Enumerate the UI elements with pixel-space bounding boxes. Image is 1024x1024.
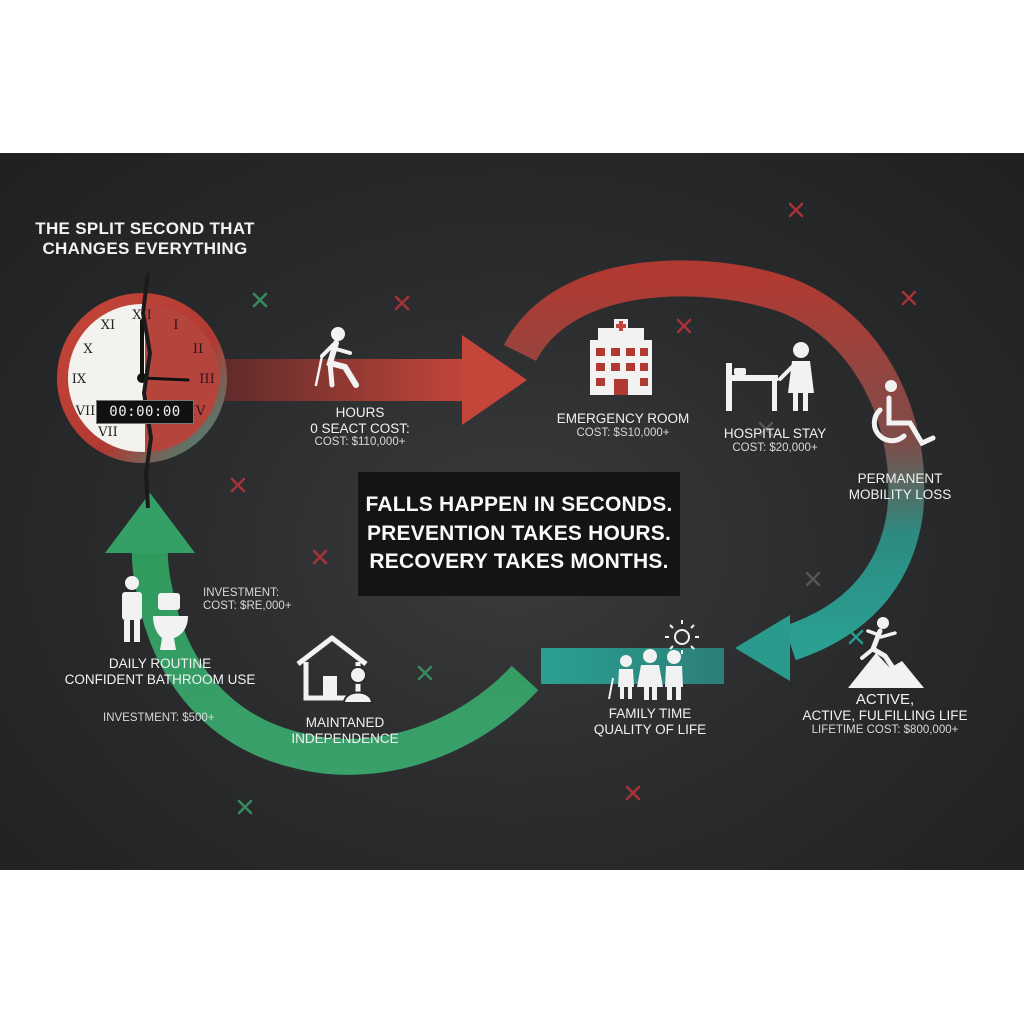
stage-hours: HOURS 0 SEACT COST: COST: $110,000+ xyxy=(290,405,430,449)
house-icon xyxy=(296,635,368,701)
upper-investment: INVESTMENT: COST: $RE,000+ xyxy=(203,587,292,613)
daily-routine-investment: INVESTMENT: $500+ xyxy=(103,712,215,724)
svg-text:III: III xyxy=(199,372,214,387)
title: THE SPLIT SECOND THAT CHANGES EVERYTHING xyxy=(20,219,270,258)
stage-daily-routine: DAILY ROUTINE CONFIDENT BATHROOM USE xyxy=(60,656,260,687)
stage-hours-cost: COST: $110,000+ xyxy=(314,436,406,449)
svg-text:VII: VII xyxy=(97,425,118,440)
hospital-icon xyxy=(590,319,652,395)
emergency-room-cost: COST: $S10,000+ xyxy=(576,426,670,439)
infographic-panel: XII I II III IV X IX VIII VII XI xyxy=(0,153,1024,870)
wheelchair-icon xyxy=(871,380,936,447)
stage-family-time: FAMILY TIME QUALITY OF LIFE xyxy=(575,706,725,737)
active-life-cost: LIFETIME COST: $800,000+ xyxy=(811,723,959,736)
svg-text:IV: IV xyxy=(191,404,206,419)
family-icon xyxy=(608,649,683,700)
daily-routine-line-2: CONFIDENT BATHROOM USE xyxy=(64,671,256,687)
permanent-loss-line-1: PERMANENT xyxy=(857,471,943,486)
toilet-icon xyxy=(122,576,188,650)
independence-line-2: INDEPENDENCE xyxy=(291,730,399,746)
hospital-stay-label: HOSPITAL STAY xyxy=(723,426,827,441)
running-person-icon xyxy=(848,617,924,688)
emergency-room-label: EMERGENCY ROOM xyxy=(556,411,690,426)
family-time-line-1: FAMILY TIME xyxy=(608,706,692,721)
loop-arrowhead-right xyxy=(735,615,790,681)
loop-arrowhead-left xyxy=(105,493,195,553)
red-arrow-head xyxy=(462,335,527,425)
permanent-loss-line-2: MOBILITY LOSS xyxy=(848,486,952,502)
svg-text:IX: IX xyxy=(72,372,87,387)
svg-text:I: I xyxy=(173,318,178,333)
stage-independence: MAINTANED INDEPENDENCE xyxy=(280,715,410,746)
upper-investment-line-1: INVESTMENT: xyxy=(203,587,280,599)
stage-hours-sublabel: 0 SEACT COST: xyxy=(310,420,410,436)
active-life-line-1: ACTIVE, xyxy=(855,691,915,708)
stage-hours-label: HOURS xyxy=(335,405,385,420)
countdown-timer: 00:00:00 xyxy=(96,400,194,424)
stage-emergency-room: EMERGENCY ROOM COST: $S10,000+ xyxy=(548,411,698,440)
stage-active-life: ACTIVE, ACTIVE, FULFILLING LIFE LIFETIME… xyxy=(790,691,980,737)
clock-icon: XII I II III IV X IX VIII VII XI xyxy=(57,272,227,509)
person-icon xyxy=(342,666,374,704)
stage-permanent-loss: PERMANENT MOBILITY LOSS xyxy=(835,471,965,502)
daily-routine-line-1: DAILY ROUTINE xyxy=(108,656,212,671)
svg-text:II: II xyxy=(193,342,203,357)
loop-arc-right xyxy=(503,260,925,661)
center-message-box: FALLS HAPPEN IN SECONDS. PREVENTION TAKE… xyxy=(358,472,680,596)
title-line-1: THE SPLIT SECOND THAT xyxy=(35,219,255,238)
upper-investment-line-2: COST: $RE,000+ xyxy=(203,600,292,613)
active-life-line-2: ACTIVE, FULFILLING LIFE xyxy=(802,708,968,724)
sun-icon xyxy=(665,620,699,654)
svg-text:XI: XI xyxy=(101,318,115,333)
svg-text:VIII: VIII xyxy=(75,404,101,419)
message-line-3: RECOVERY TAKES MONTHS. xyxy=(369,550,669,574)
loop-arc-left xyxy=(131,532,539,775)
family-time-line-2: QUALITY OF LIFE xyxy=(593,721,707,737)
falling-person-icon xyxy=(314,327,359,388)
hospital-bed-icon xyxy=(726,342,814,411)
message-line-2: PREVENTION TAKES HOURS. xyxy=(366,521,672,545)
message-line-1: FALLS HAPPEN IN SECONDS. xyxy=(365,493,673,517)
diagram-artwork: XII I II III IV X IX VIII VII XI xyxy=(57,202,936,815)
stage-hospital-stay: HOSPITAL STAY COST: $20,000+ xyxy=(700,426,850,455)
title-line-2: CHANGES EVERYTHING xyxy=(42,238,248,258)
svg-text:X: X xyxy=(83,342,93,357)
hospital-stay-cost: COST: $20,000+ xyxy=(732,441,818,454)
independence-line-1: MAINTANED xyxy=(305,715,385,730)
